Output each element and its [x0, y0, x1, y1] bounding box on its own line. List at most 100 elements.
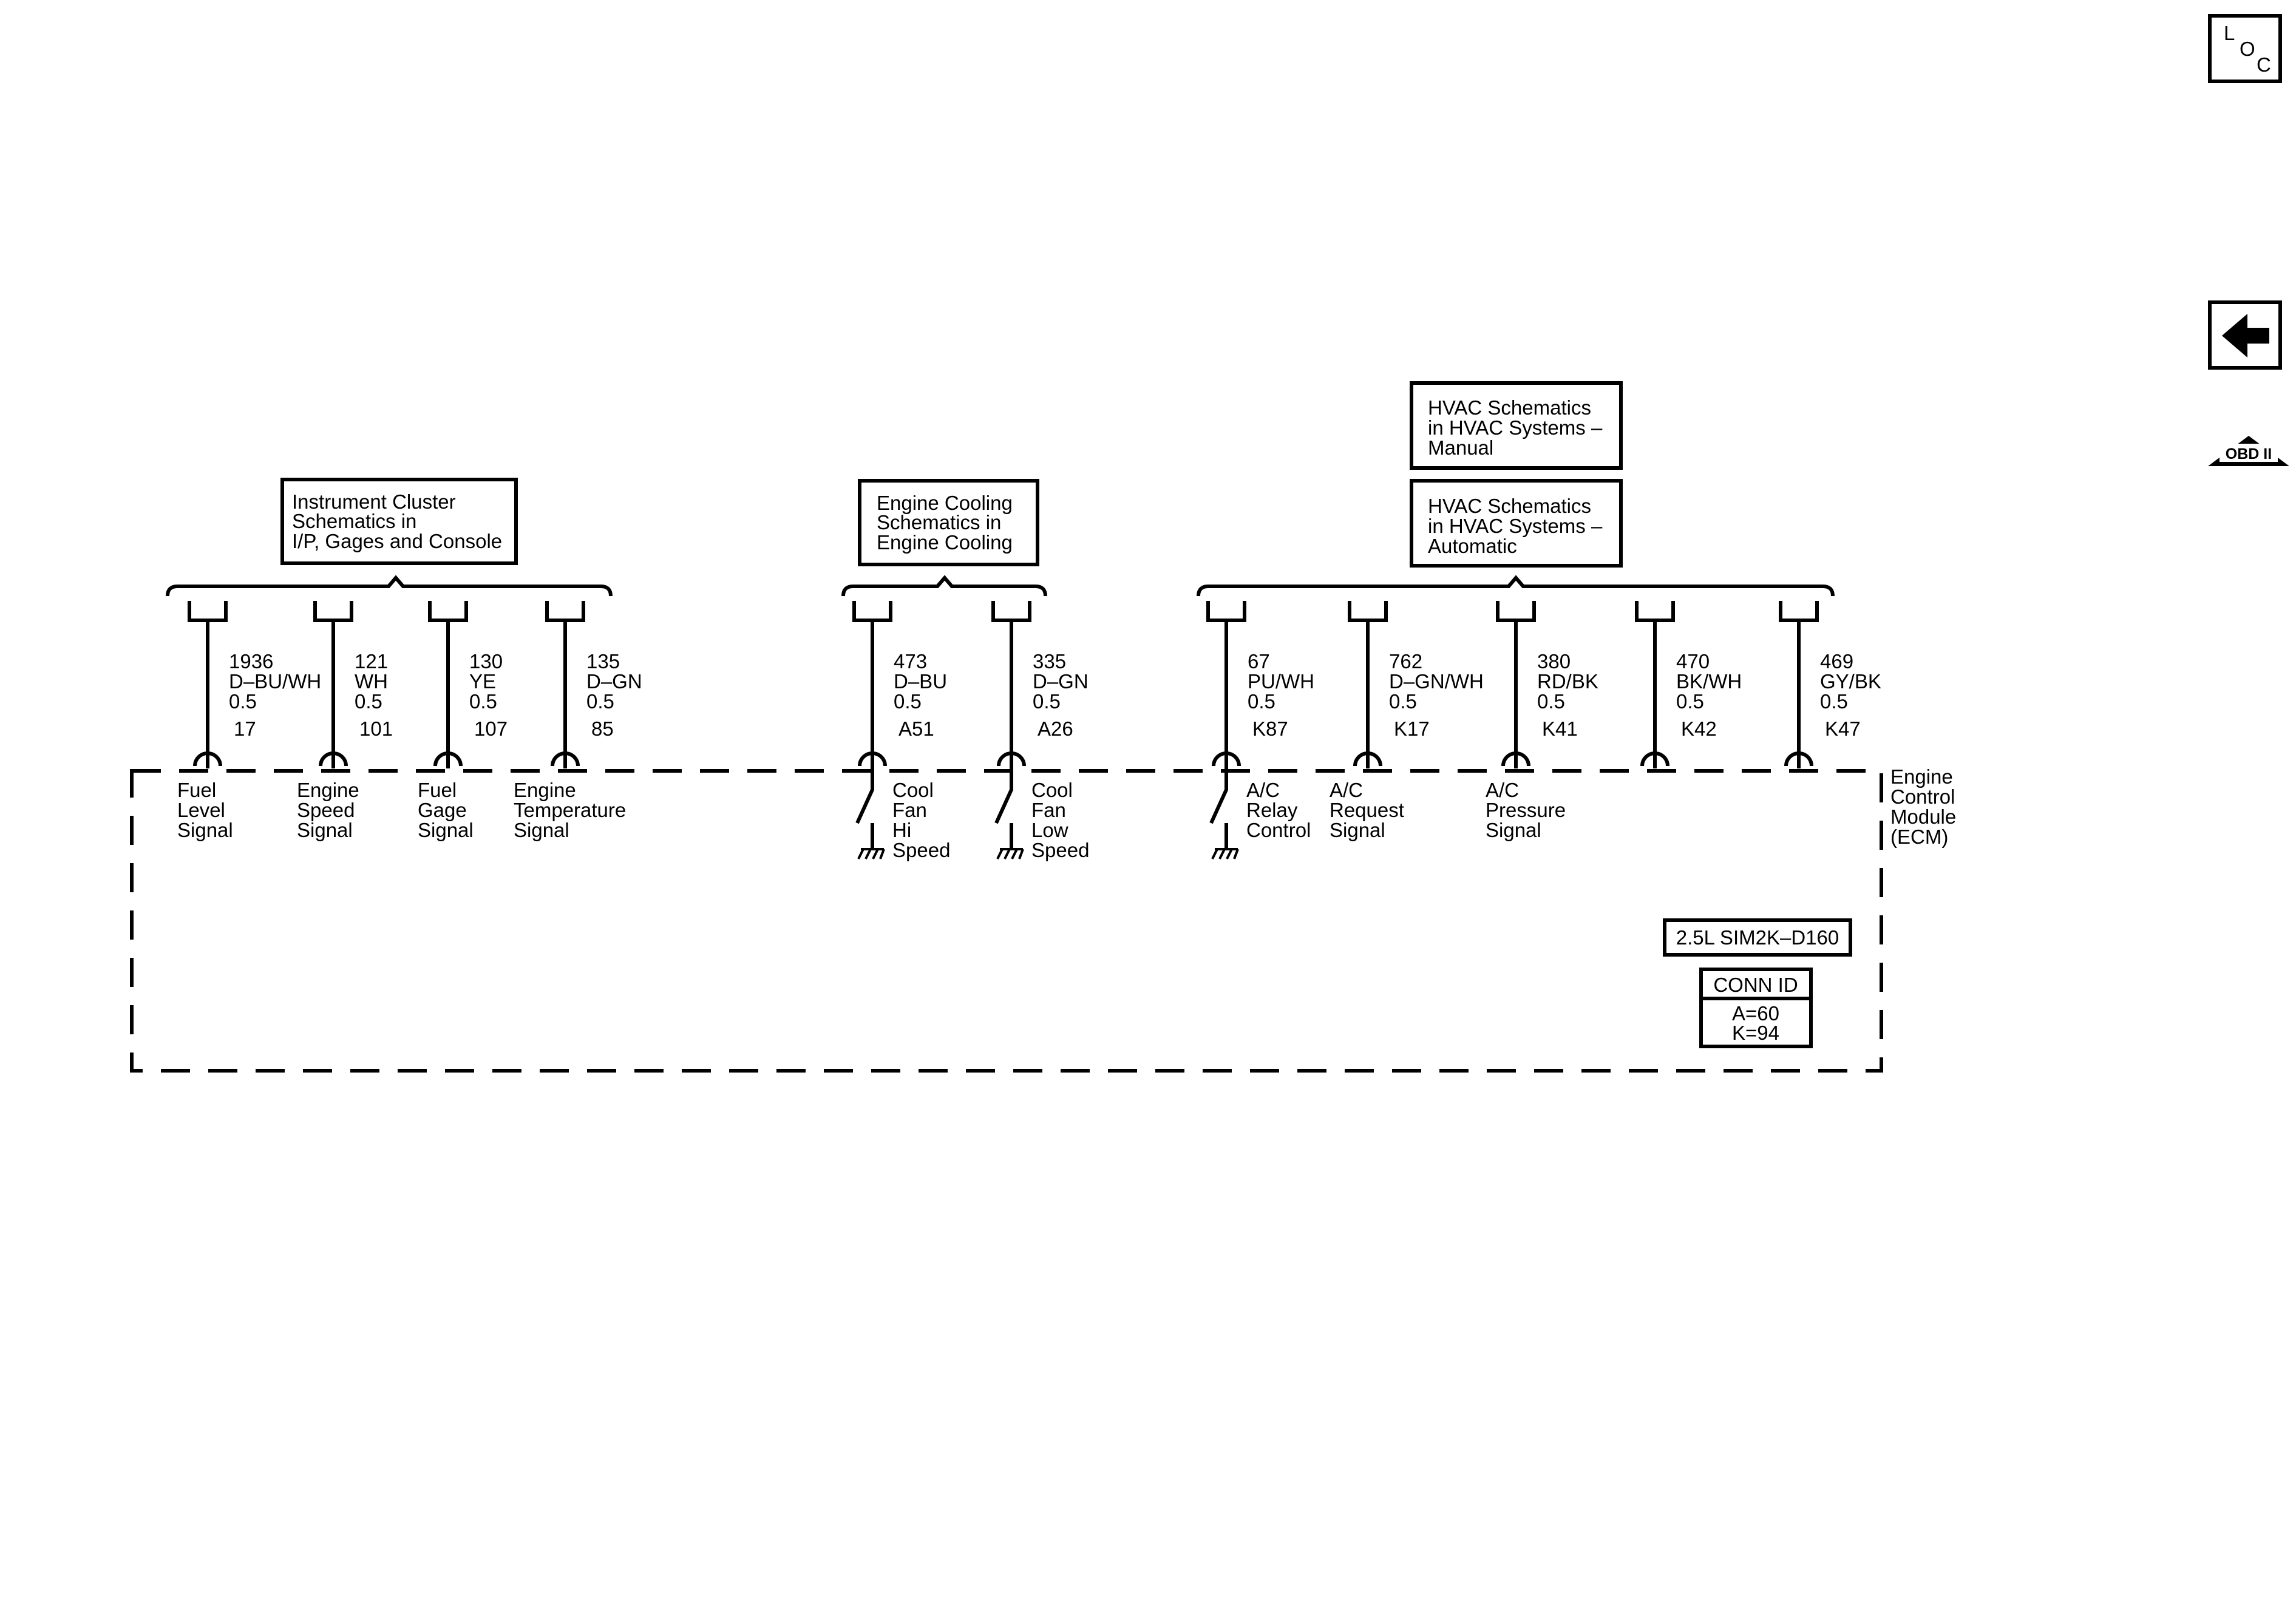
wire-circuit: 135: [586, 650, 620, 673]
harness-connector: [428, 601, 468, 622]
pin-label: K47: [1825, 717, 1861, 740]
function-label: Gage: [418, 799, 467, 821]
function-label: Fuel: [177, 779, 216, 801]
ref-ec-line-1: Engine Cooling: [877, 492, 1013, 514]
ref-ic-line-1: Instrument Cluster: [292, 490, 456, 513]
wire-gauge: 0.5: [1676, 690, 1704, 713]
switch-cool-fan-hi: [855, 768, 885, 859]
wire-color: YE: [469, 670, 496, 693]
brace-instrument-cluster: [166, 575, 613, 597]
function-label: A/C: [1246, 779, 1280, 801]
ref-ha-line-3: Automatic: [1428, 535, 1517, 557]
obd-label: OBD II: [2226, 446, 2272, 463]
wire-circuit: 130: [469, 650, 503, 673]
wire-circuit: 121: [355, 650, 388, 673]
wire-color: GY/BK: [1820, 670, 1881, 693]
wire-color: D–BU/WH: [229, 670, 321, 693]
wire-gauge: 0.5: [586, 690, 614, 713]
function-label: Signal: [1330, 819, 1385, 841]
wire-color: D–GN: [586, 670, 642, 693]
function-label: Control: [1246, 819, 1311, 841]
left-arrow-icon: [2222, 314, 2269, 358]
function-label: Fan: [892, 799, 927, 821]
function-label: Engine: [297, 779, 359, 801]
wire-circuit: 470: [1676, 650, 1710, 673]
harness-connector: [1779, 601, 1819, 622]
wire-gauge: 0.5: [469, 690, 497, 713]
harness-connector: [1206, 601, 1246, 622]
wire-gauge: 0.5: [1389, 690, 1417, 713]
pin-label: 107: [474, 717, 508, 740]
wire-circuit: 67: [1248, 650, 1270, 673]
wire-circuit: 473: [894, 650, 927, 673]
wire-circuit: 380: [1537, 650, 1571, 673]
wire-gauge: 0.5: [1248, 690, 1275, 713]
ref-hm-line-2: in HVAC Systems –: [1428, 416, 1603, 439]
back-button[interactable]: [2208, 300, 2282, 370]
ref-engine-cooling[interactable]: Engine Cooling Schematics in Engine Cool…: [858, 479, 1039, 566]
loc-button[interactable]: L O C: [2208, 14, 2282, 83]
wire-gauge: 0.5: [894, 690, 922, 713]
switch-ac-relay: [1209, 768, 1239, 859]
function-label: Cool: [1031, 779, 1073, 801]
ref-hvac-manual[interactable]: HVAC Schematics in HVAC Systems – Manual: [1410, 381, 1623, 470]
pin-label: K41: [1542, 717, 1578, 740]
function-label: Signal: [418, 819, 474, 841]
function-label: Speed: [1031, 839, 1089, 861]
wire-color: D–BU: [894, 670, 947, 693]
function-label: A/C: [1330, 779, 1363, 801]
obd-ii-badge[interactable]: II OBD II: [2208, 413, 2289, 466]
pin-label: A26: [1038, 717, 1073, 740]
function-label: A/C: [1486, 779, 1519, 801]
function-label: Pressure: [1486, 799, 1566, 821]
harness-connector: [1496, 601, 1536, 622]
function-label: Relay: [1246, 799, 1298, 821]
conn-id-box: CONN ID A=60 K=94: [1699, 968, 1813, 1048]
ref-instrument-cluster[interactable]: Instrument Cluster Schematics in I/P, Ga…: [280, 478, 518, 565]
loc-letter-o: O: [2240, 38, 2255, 60]
pin-label: 17: [234, 717, 256, 740]
wire-gauge: 0.5: [1537, 690, 1565, 713]
function-label: Level: [177, 799, 225, 821]
ref-ha-line-2: in HVAC Systems –: [1428, 515, 1603, 537]
pin-label: K87: [1252, 717, 1288, 740]
function-label: Fan: [1031, 799, 1066, 821]
wire-color: BK/WH: [1676, 670, 1742, 693]
wire-color: RD/BK: [1537, 670, 1598, 693]
brace-engine-cooling: [841, 575, 1047, 597]
ref-hm-line-1: HVAC Schematics: [1428, 396, 1591, 419]
wire-circuit: 1936: [229, 650, 273, 673]
ref-ec-line-3: Engine Cooling: [877, 531, 1013, 554]
harness-connector: [188, 601, 228, 622]
pin-label: 85: [591, 717, 614, 740]
function-label: Signal: [1486, 819, 1541, 841]
ref-hm-line-3: Manual: [1428, 436, 1493, 459]
function-label: Hi: [892, 819, 911, 841]
module-name-line-2: Control: [1890, 785, 1955, 808]
ref-ec-line-2: Schematics in: [877, 511, 1001, 534]
pin-label: K17: [1394, 717, 1430, 740]
ref-ic-line-2: Schematics in: [292, 510, 416, 532]
pin-label: 101: [359, 717, 393, 740]
harness-connector: [313, 601, 353, 622]
module-name-line-3: Module: [1890, 805, 1956, 828]
ref-hvac-automatic[interactable]: HVAC Schematics in HVAC Systems – Automa…: [1410, 479, 1623, 568]
function-label: Signal: [177, 819, 233, 841]
ref-ha-line-1: HVAC Schematics: [1428, 495, 1591, 517]
obd-numeral: II: [2241, 413, 2255, 441]
function-label: Engine: [514, 779, 576, 801]
wire-color: PU/WH: [1248, 670, 1314, 693]
ground-icon: [996, 848, 1024, 859]
switch-cool-fan-low: [994, 768, 1024, 859]
function-label: Cool: [892, 779, 934, 801]
wire-gauge: 0.5: [355, 690, 382, 713]
harness-connector: [1348, 601, 1388, 622]
ground-icon: [1211, 848, 1239, 859]
